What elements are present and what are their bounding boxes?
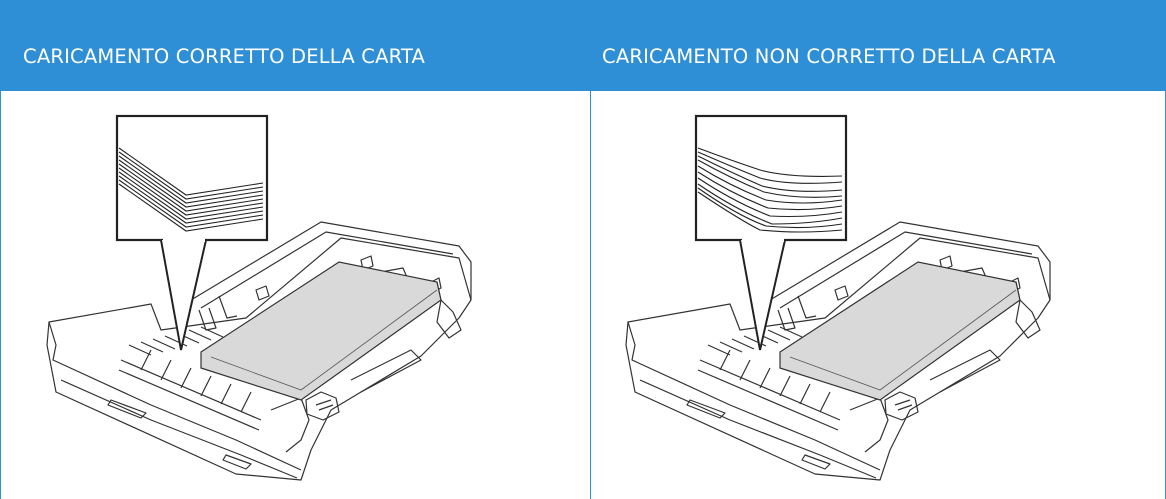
column-correct: CARICAMENTO CORRETTO DELLA CARTA xyxy=(0,0,591,499)
paper-tray-incorrect-illustration xyxy=(625,114,1051,481)
column-incorrect: CARICAMENTO NON CORRETTO DELLA CARTA xyxy=(590,0,1166,499)
column-heading-incorrect: CARICAMENTO NON CORRETTO DELLA CARTA xyxy=(590,0,1165,91)
paper-tray-correct-illustration xyxy=(46,114,472,481)
figure-correct xyxy=(1,91,590,499)
figure-incorrect xyxy=(590,91,1165,499)
column-heading-correct: CARICAMENTO CORRETTO DELLA CARTA xyxy=(1,0,590,91)
